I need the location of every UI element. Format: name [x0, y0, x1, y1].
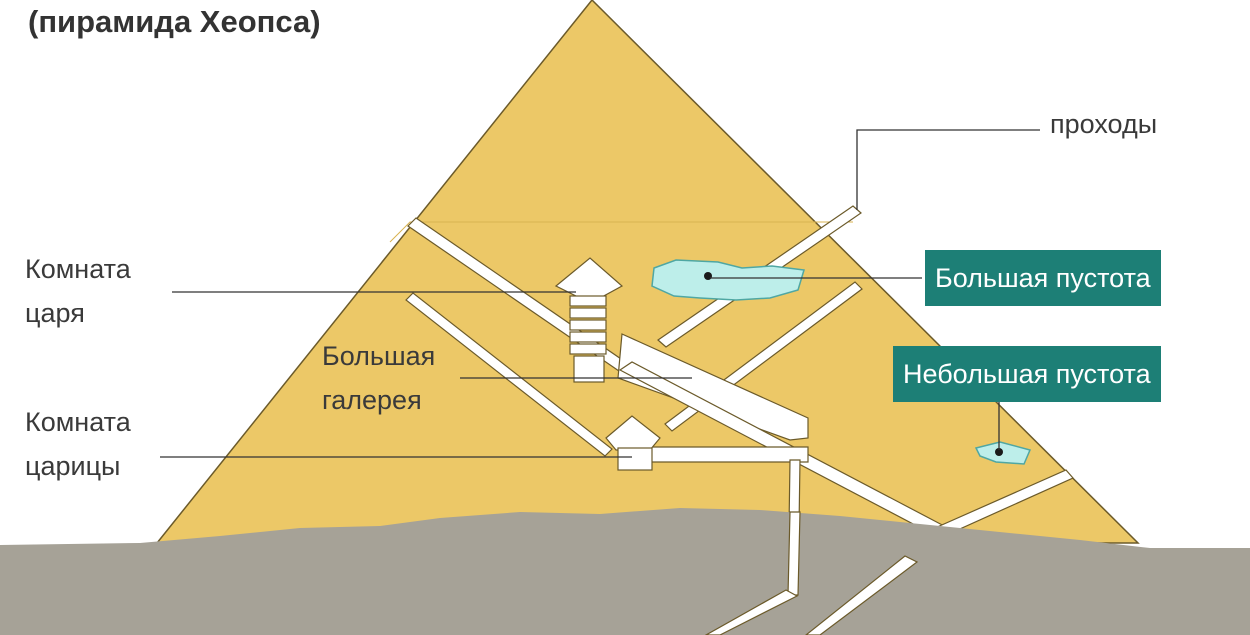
queens-chamber-label-2: царицы — [25, 451, 121, 481]
big-void-shape — [651, 259, 805, 301]
big-void-dot — [704, 272, 712, 280]
pyramid-inner-layer — [389, 221, 853, 243]
ground — [0, 508, 1250, 635]
big-void-tag: Большая пустота — [925, 250, 1161, 306]
diagram-title: (пирамида Хеопса) — [28, 4, 321, 39]
shaft-below-ground — [787, 511, 801, 596]
underground-passages — [704, 511, 919, 635]
kings-slab-2 — [569, 307, 607, 319]
kings-slab-5 — [569, 343, 607, 355]
underground-passage-1b — [704, 589, 799, 635]
grand-gallery-shape — [617, 333, 809, 441]
kings-slab-4 — [569, 331, 607, 343]
small-void-tag: Небольшая пустота — [893, 346, 1161, 402]
small-void-shape — [974, 441, 1032, 465]
queens-chamber-shape — [605, 415, 661, 471]
small-void-dot — [995, 448, 1003, 456]
passages-leader — [856, 129, 1040, 210]
grand-gallery-label-2: галерея — [322, 385, 422, 415]
queens-corridor — [649, 446, 809, 463]
underground-passage-2b — [805, 555, 919, 635]
grand-gallery-label-1: Большая — [322, 341, 436, 371]
passages-label: проходы — [1050, 109, 1158, 139]
queens-room — [617, 447, 653, 471]
lower-left-passage — [405, 292, 613, 457]
kings-slab-3 — [569, 319, 607, 331]
queens-chamber-label-1: Комната — [25, 407, 131, 437]
leader-lines — [160, 129, 1040, 458]
kings-slab-1 — [569, 295, 607, 307]
kings-chamber-label-2: царя — [25, 298, 85, 328]
kings-chamber-label-1: Комната — [25, 254, 131, 284]
queens-roof — [605, 415, 661, 451]
